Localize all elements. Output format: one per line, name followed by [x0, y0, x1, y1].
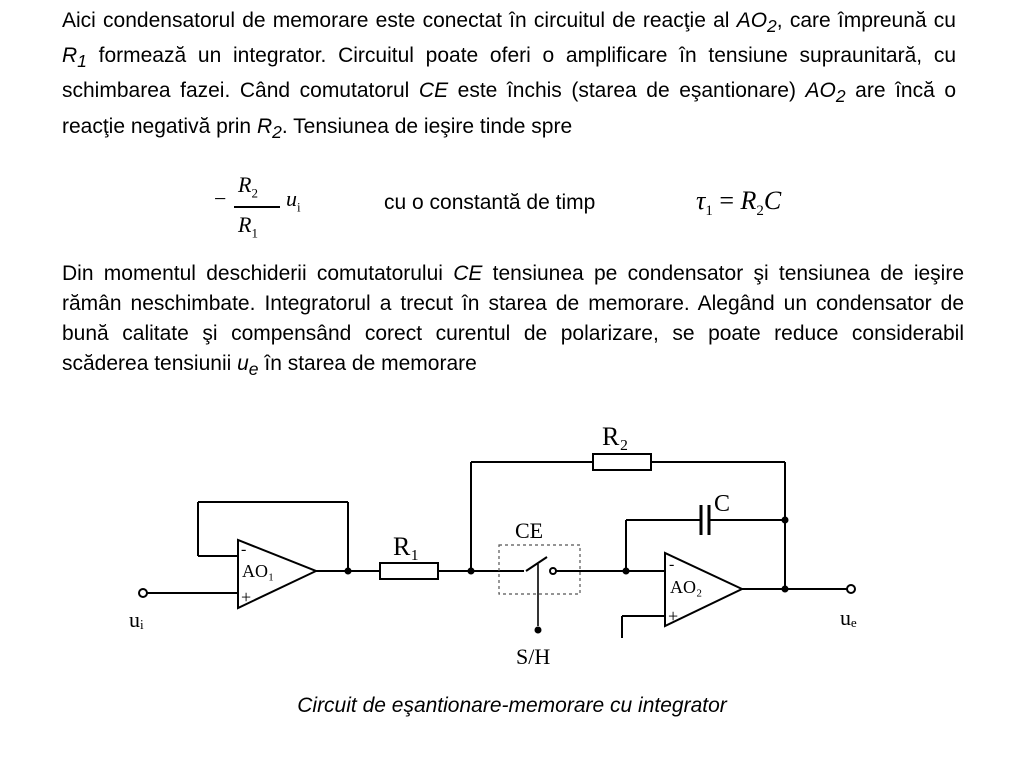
label-ao1: AO₁: [242, 561, 274, 581]
time-constant-text: cu o constantă de timp: [384, 191, 596, 214]
label-output-voltage: uₑ: [840, 605, 857, 630]
label-c: C: [714, 491, 730, 517]
input-terminal: [138, 588, 148, 598]
label-r2: R₂: [602, 422, 628, 451]
formula-denominator: R1: [238, 212, 258, 241]
ao2-plus: +: [668, 606, 678, 626]
formula-input-voltage: ui: [286, 186, 301, 215]
output-terminal: [846, 584, 856, 594]
formula-numerator: R2: [238, 172, 258, 201]
paragraph-intro: Aici condensatorul de memorare este cone…: [62, 9, 957, 142]
label-ce: CE: [515, 518, 543, 543]
label-r1: R₁: [393, 532, 419, 561]
time-constant-formula: τ1 = R2C: [696, 186, 782, 220]
label-ao2: AO₂: [670, 577, 702, 597]
resistor-r2: [592, 453, 652, 471]
ao2-minus: -: [669, 556, 674, 573]
fraction-bar: [234, 206, 280, 208]
label-input-voltage: uᵢ: [129, 607, 144, 632]
formula-minus: −: [214, 186, 227, 211]
figure-caption: Circuit de eşantionare-memorare cu integ…: [297, 694, 727, 717]
gain-formula: − R2 R1 ui: [214, 172, 304, 242]
label-sh: S/H: [516, 644, 550, 669]
switch-ce: [525, 556, 548, 572]
opamp-ao1: [237, 538, 319, 610]
resistor-r1: [379, 562, 439, 580]
ao1-minus: -: [241, 541, 246, 558]
switch-box: [498, 544, 581, 595]
opamp-ao2: [664, 551, 745, 628]
paragraph-memory-state: Din momentul deschiderii comutatorului C…: [62, 262, 965, 380]
ao1-plus: +: [241, 587, 251, 607]
